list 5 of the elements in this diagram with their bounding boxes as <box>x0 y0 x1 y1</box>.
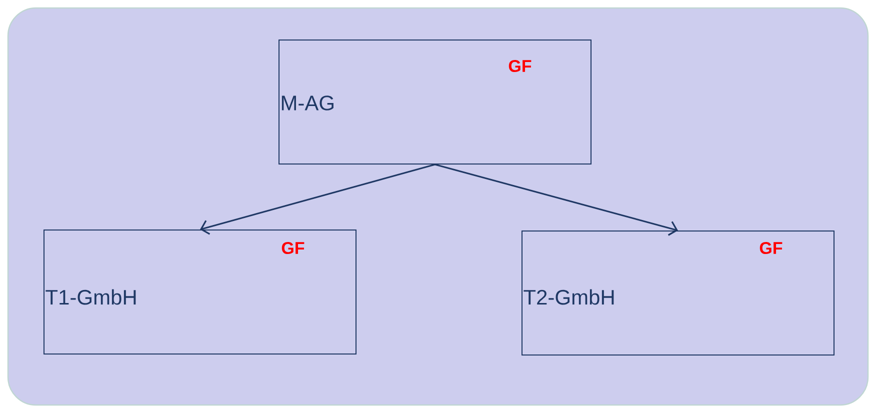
entity-box: T2-GmbH GF <box>522 230 834 356</box>
arrow <box>434 164 678 236</box>
arrow <box>200 164 436 235</box>
entity-box: T1-GmbH GF <box>44 230 356 354</box>
entity-box: M-AG GF <box>278 40 592 164</box>
